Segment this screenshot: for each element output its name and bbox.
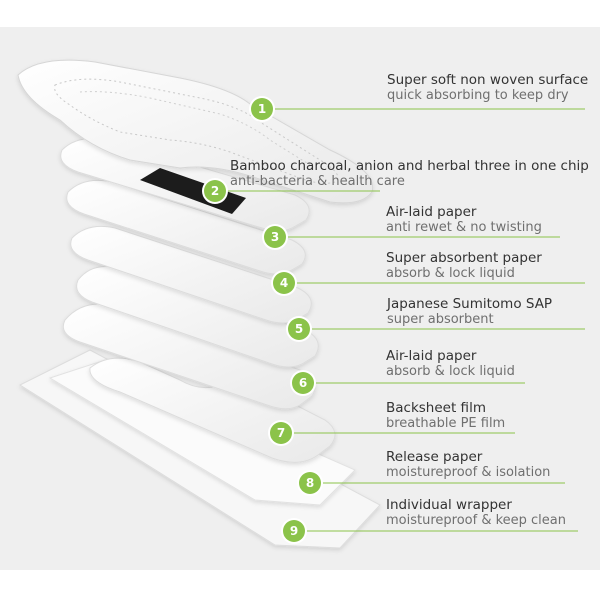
badge-9: 9 — [283, 520, 305, 542]
layer-1-label: Super soft non woven surface quick absor… — [387, 72, 588, 104]
layer-4-shape — [70, 225, 312, 324]
layer-2-title: Bamboo charcoal, anion and herbal three … — [230, 158, 589, 174]
badge-4: 4 — [273, 272, 295, 294]
layer-9-label: Individual wrapper moistureproof & keep … — [386, 497, 566, 529]
layer-7-title: Backsheet film — [386, 400, 486, 416]
layer-4-subtitle: absorb & lock liquid — [386, 266, 515, 281]
layer-5-title: Japanese Sumitomo SAP — [387, 296, 553, 312]
layer-4-label: Super absorbent paper absorb & lock liqu… — [386, 250, 542, 282]
badge-7: 7 — [270, 422, 292, 444]
layer-5-subtitle: super absorbent — [387, 312, 494, 327]
layer-7-label: Backsheet film breathable PE film — [386, 400, 505, 432]
badge-3: 3 — [264, 226, 286, 248]
layer-6-label: Air-laid paper absorb & lock liquid — [386, 348, 515, 380]
layer-6-title: Air-laid paper — [386, 348, 477, 364]
layer-3-label: Air-laid paper anti rewet & no twisting — [386, 204, 542, 236]
layer-9-title: Individual wrapper — [386, 497, 512, 513]
charcoal-chip — [140, 168, 246, 214]
layer-8-title: Release paper — [386, 449, 483, 465]
layer-1-title: Super soft non woven surface — [387, 72, 589, 88]
badge-8: 8 — [299, 472, 321, 494]
layer-2-subtitle: anti-bacteria & health care — [230, 174, 405, 189]
layer-6-subtitle: absorb & lock liquid — [386, 364, 515, 379]
badge-5: 5 — [288, 318, 310, 340]
layer-5-label: Japanese Sumitomo SAP super absorbent — [387, 296, 552, 328]
layer-8-shape — [48, 359, 356, 506]
layer-3-title: Air-laid paper — [386, 204, 477, 220]
layer-8-subtitle: moistureproof & isolation — [386, 465, 551, 480]
layer-1-shape — [17, 59, 374, 204]
layer-4-title: Super absorbent paper — [386, 250, 542, 266]
layer-7-subtitle: breathable PE film — [386, 416, 506, 431]
layer-8-label: Release paper moistureproof & isolation — [386, 449, 550, 481]
badge-6: 6 — [292, 372, 314, 394]
layer-2-label: Bamboo charcoal, anion and herbal three … — [230, 158, 589, 190]
layer-3-shape — [66, 179, 306, 275]
layer-3-subtitle: anti rewet & no twisting — [386, 220, 542, 235]
leader-lines — [226, 108, 585, 532]
layer-9-subtitle: moistureproof & keep clean — [386, 513, 567, 528]
badge-2: 2 — [204, 180, 226, 202]
layer-1-subtitle: quick absorbing to keep dry — [387, 88, 569, 103]
badge-1: 1 — [251, 98, 273, 120]
